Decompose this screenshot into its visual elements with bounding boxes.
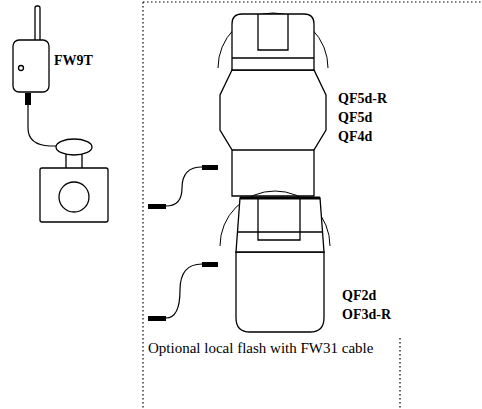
head-panel [258, 198, 300, 240]
flash-unit [220, 191, 330, 332]
wire [166, 264, 202, 318]
fw31-cable [148, 262, 218, 321]
head-panel [258, 14, 288, 50]
head-rim [240, 197, 320, 200]
wire [28, 105, 58, 146]
led [19, 66, 24, 71]
flash-head [232, 14, 314, 70]
sync-cable [25, 93, 58, 146]
plug [202, 262, 218, 267]
hot-shoe-adapter [56, 139, 92, 155]
fw31-cable [148, 165, 218, 209]
head-seam [238, 231, 322, 232]
model-label: FW9T [54, 52, 93, 70]
plug [25, 93, 31, 105]
wire [166, 167, 202, 206]
head-seam [232, 57, 314, 58]
model-label: QF5d-R [338, 90, 387, 108]
body-seam [232, 149, 314, 150]
region-border [142, 2, 143, 408]
model-label: QF5d [338, 109, 372, 127]
model-label: QF4d [338, 128, 372, 146]
model-label: QF2d [342, 287, 376, 305]
caption-note: Optional local flash with FW31 cable [148, 336, 398, 360]
camera-body [40, 168, 108, 222]
region-border [143, 2, 481, 408]
plug [148, 204, 166, 209]
flash-head [236, 198, 324, 252]
antenna [35, 6, 40, 42]
camera [40, 139, 108, 222]
flash-body [220, 70, 326, 196]
plug [202, 165, 218, 170]
model-label: OF3d-R [342, 306, 391, 324]
region-border [399, 338, 400, 408]
transmitter-body [13, 40, 49, 92]
flash-body [236, 252, 324, 332]
flash-unit [218, 13, 328, 196]
plug [148, 316, 166, 321]
lens [59, 182, 89, 212]
region-border [143, 1, 481, 2]
transmitter [13, 6, 49, 92]
